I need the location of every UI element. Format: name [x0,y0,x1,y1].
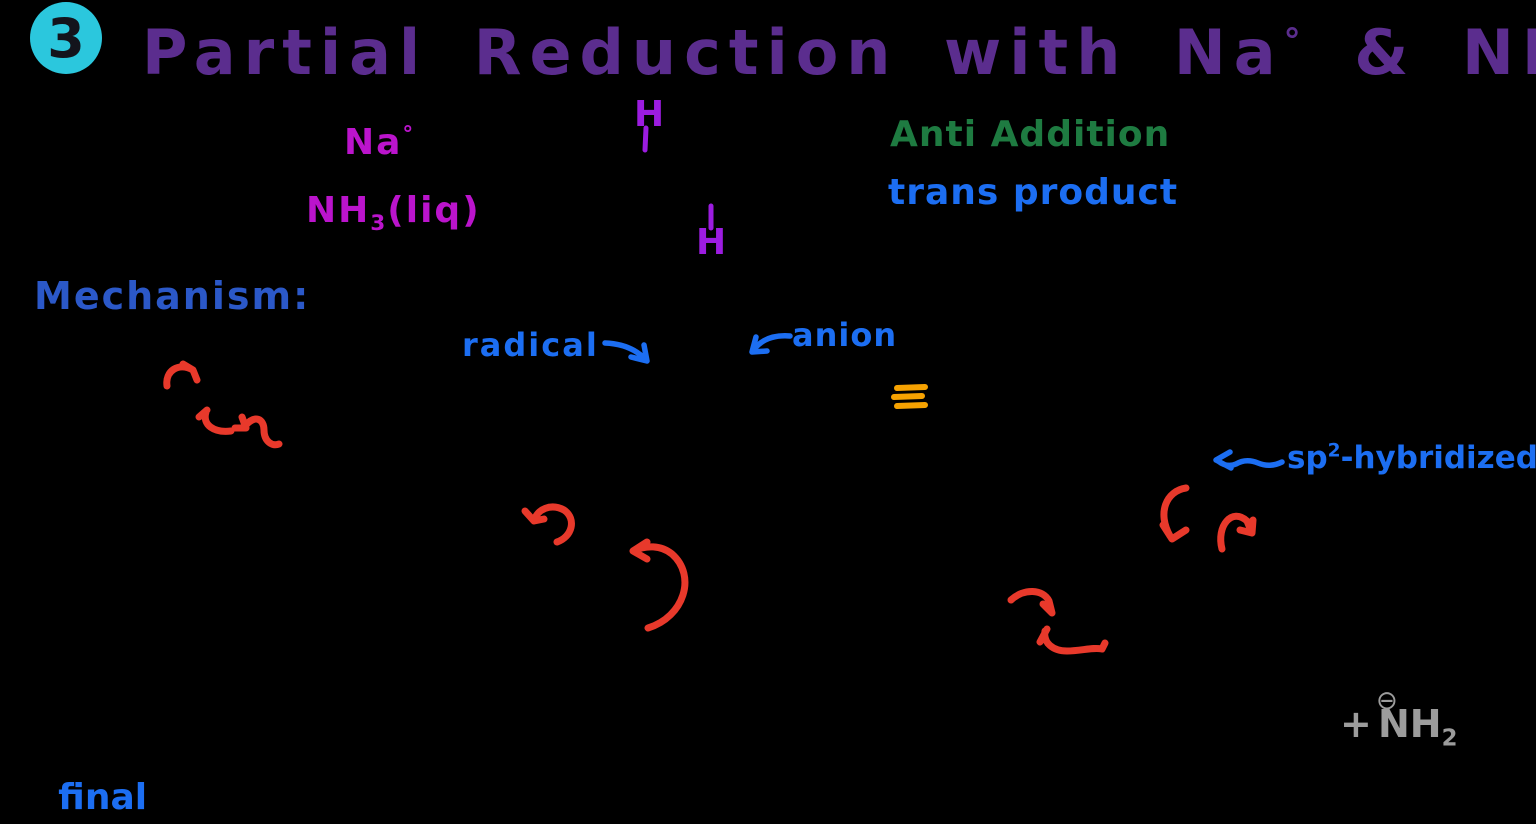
anion-pointer-arrow [749,333,793,355]
sp2-hybridized-label: sp2-hybridized [1287,440,1536,476]
electron-arrow-right-s-squiggle-bottom [1036,625,1109,655]
electron-arrow-mid-big-arc [629,538,689,632]
ammonia-formula: NH [306,190,371,231]
sp2-prefix: sp [1287,440,1328,476]
title-text: Partial Reduction with Na [142,16,1284,89]
page-title: Partial Reduction with Na° & NH3 [142,16,1536,96]
radical-pointer-arrow [602,340,650,364]
radical-label: radical [462,326,599,364]
electron-arrow-right-small-arc [1217,512,1257,553]
ammonia-phase-label: (liq) [387,190,481,231]
electron-arrow-left-hook [163,360,201,390]
sodium-symbol: Na [344,122,403,163]
anti-addition-label: Anti Addition [890,114,1171,155]
electron-arrow-right-s-squiggle-top [1007,588,1056,617]
ammonia-subscript: 3 [370,211,388,237]
electron-arrow-left-arc [195,406,235,435]
title-na-radical-superscript: ° [1283,21,1309,62]
section-number-badge: 3 [30,2,102,74]
sp2-suffix: -hybridized [1340,440,1536,476]
negative-charge-icon: ⊖ [1376,686,1398,716]
sp2-pointer-squiggle-arrow [1213,449,1285,471]
electron-arrow-right-c-curve [1159,484,1190,543]
final-product-line1: final [58,777,148,818]
sodium-radical-superscript: ° [402,122,416,147]
final-product-label: final product [8,744,206,824]
byproduct-amide-formula: NH2 [1378,702,1457,752]
triple-bond-highlight-icon [891,384,928,409]
trans-product-label: trans product [888,172,1179,213]
sp2-superscript: 2 [1327,440,1341,462]
electron-arrow-left-squiggle [231,413,283,449]
byproduct-plus-sign: + [1340,702,1372,746]
anion-label: anion [792,316,898,354]
title-text-2: & NH [1354,16,1536,89]
reagent-ammonia: NH3(liq) [306,190,481,236]
amide-nh: NH [1378,702,1442,746]
section-number: 3 [47,6,85,70]
electron-arrow-mid-loop [521,503,575,546]
mechanism-heading: Mechanism: [34,274,311,318]
product-hydrogen-bottom: H [696,222,727,263]
amide-subscript: 2 [1441,725,1458,752]
reagent-sodium: Na° [344,122,415,163]
product-hydrogen-top: H [634,94,665,135]
